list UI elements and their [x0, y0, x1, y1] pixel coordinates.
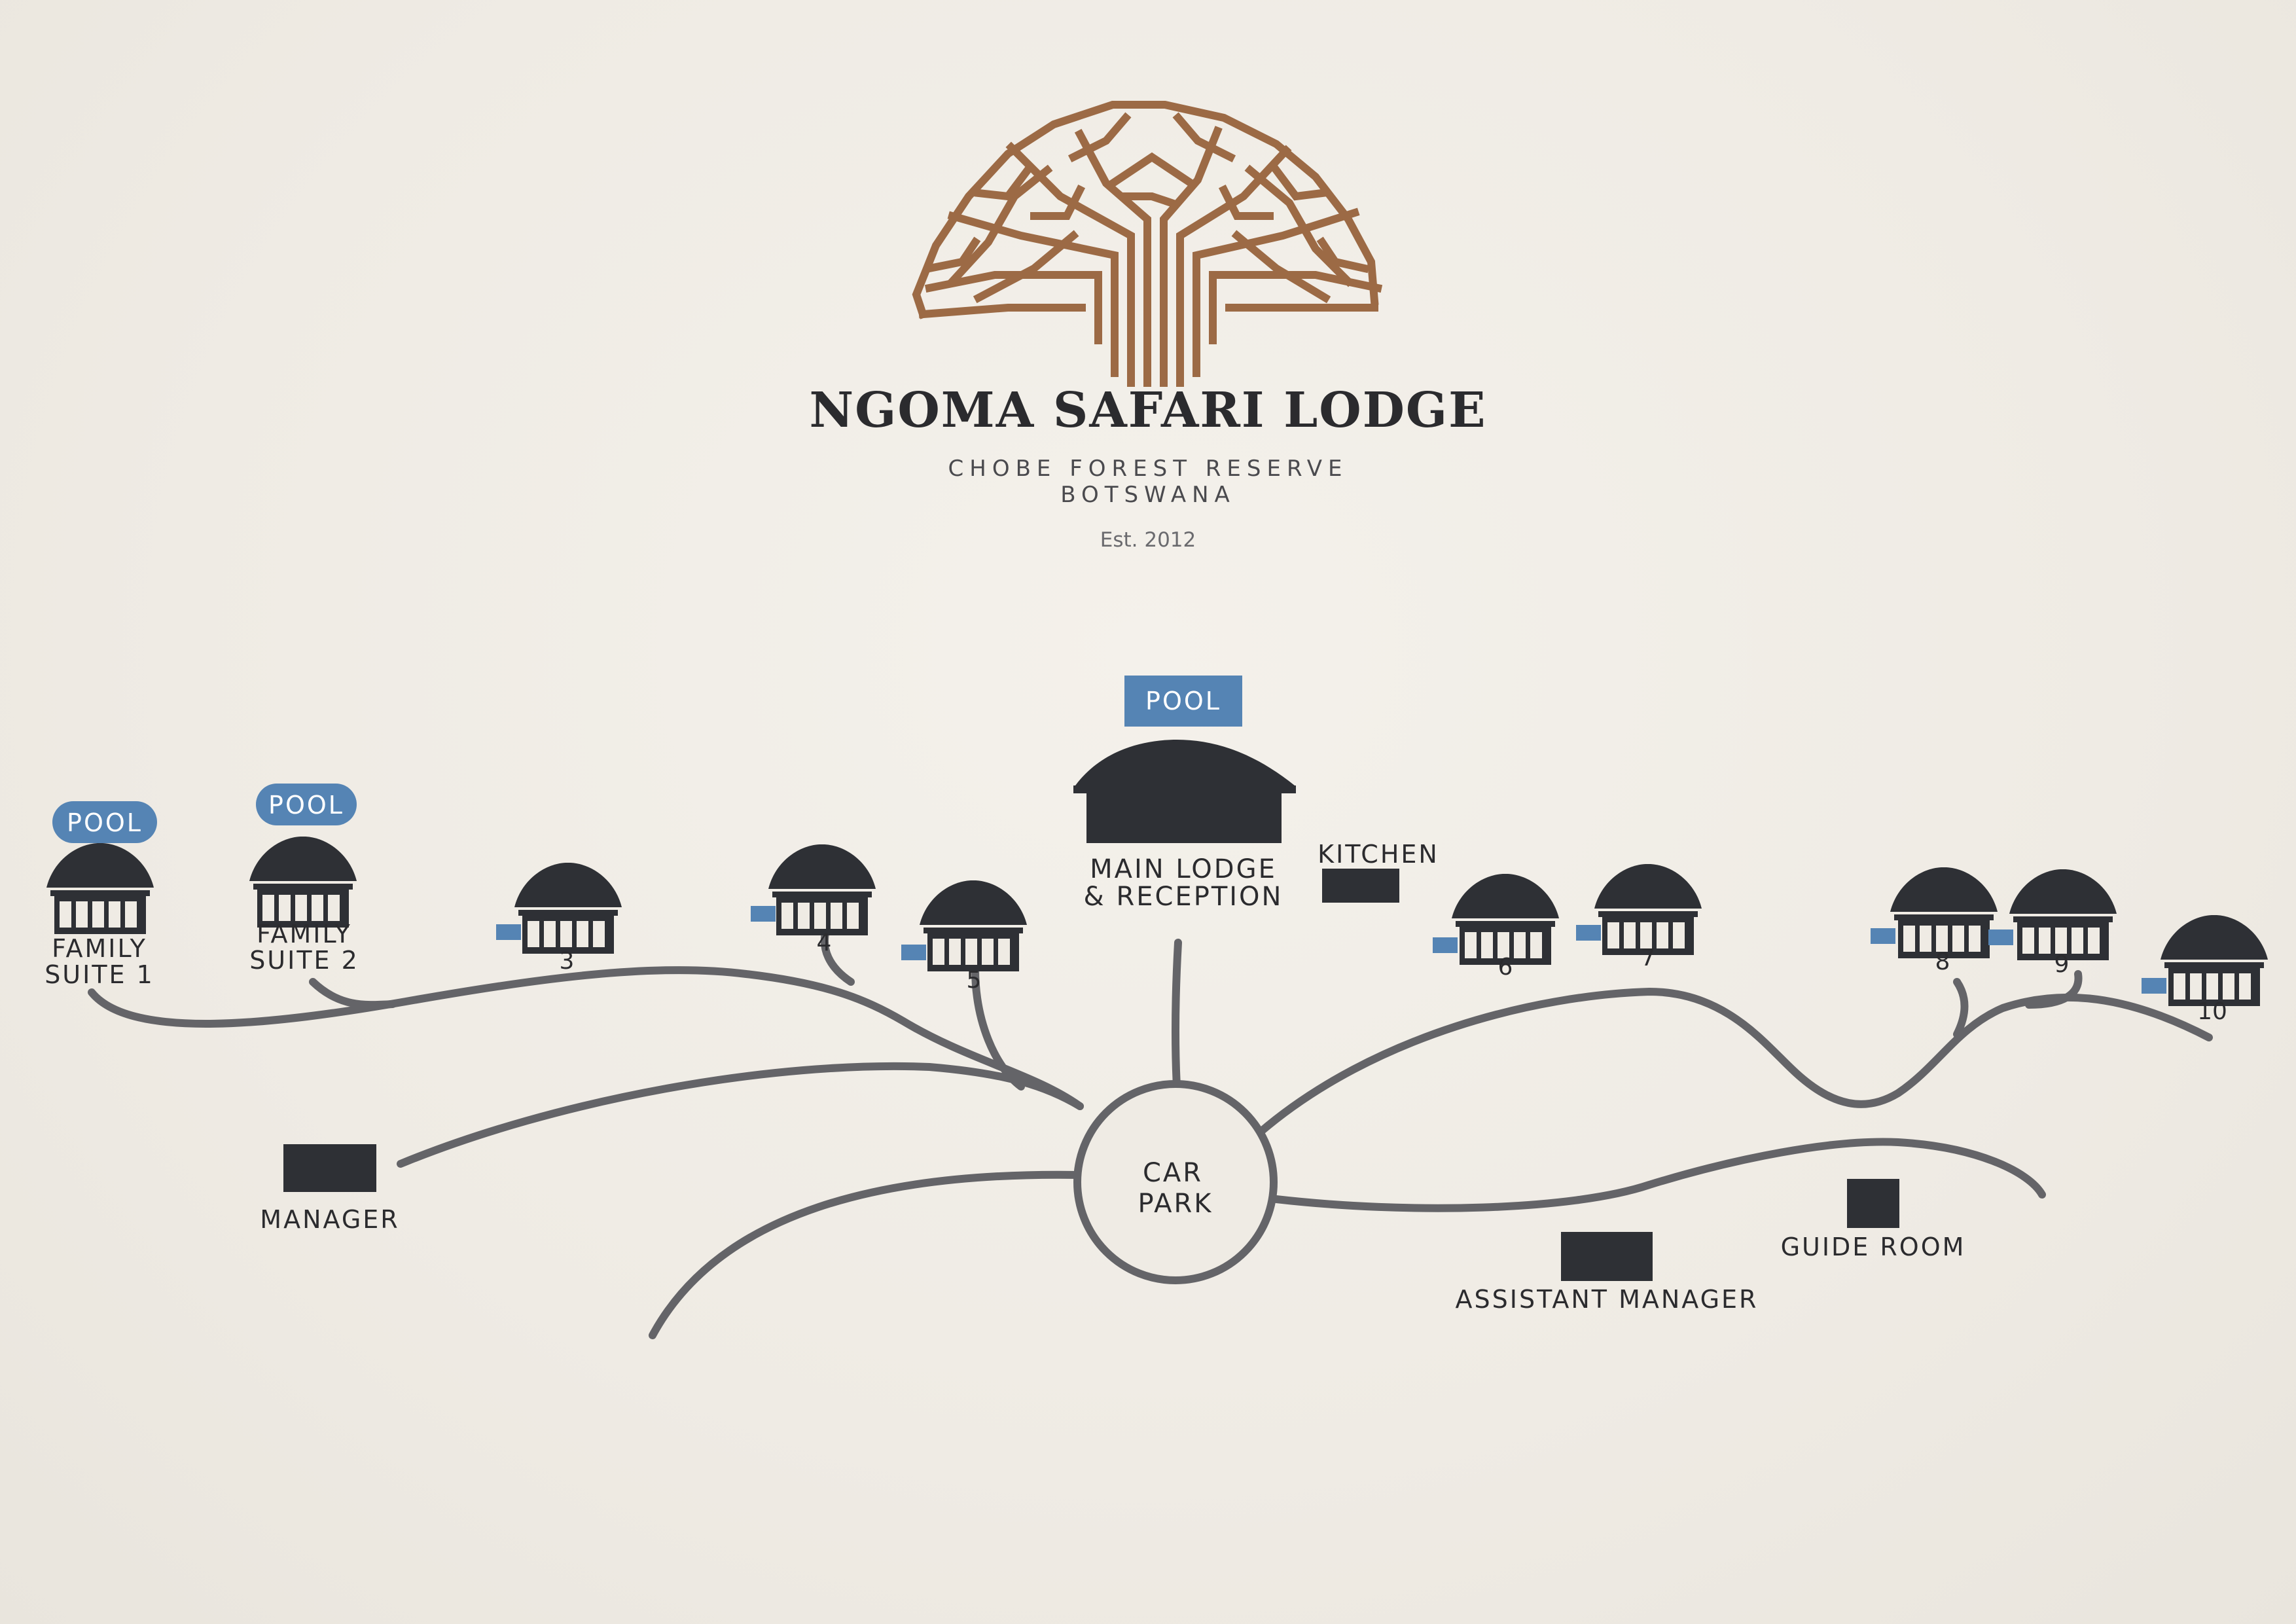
chalet-4: 4	[751, 844, 876, 956]
guide-room-building	[1847, 1179, 1899, 1228]
road-family-suite-2	[309, 978, 397, 1009]
road-manager-south	[649, 1170, 1084, 1339]
location-line-1: CHOBE FOREST RESERVE	[948, 456, 1348, 482]
main-pool	[1124, 676, 1242, 727]
chalet-8: 8	[1871, 867, 1998, 975]
assistant-manager-label: ASSISTANT MANAGER	[1456, 1285, 1759, 1314]
family-suite-1-hut	[46, 843, 154, 934]
chalet-5: 5	[901, 880, 1027, 994]
chalet-6-number: 6	[1498, 954, 1513, 981]
chalet-7: 7	[1576, 864, 1702, 971]
manager-label: MANAGER	[260, 1205, 399, 1234]
main-pool-label: POOL	[1145, 687, 1221, 715]
chalet-3: 3	[496, 863, 622, 975]
kitchen-label: KITCHEN	[1318, 840, 1439, 869]
chalet-6: 6	[1433, 874, 1559, 981]
main-lodge-label-line-2: & RECEPTION	[1084, 882, 1283, 912]
location-line-2: BOTSWANA	[1060, 482, 1236, 508]
family-suite-2-pool	[256, 784, 357, 825]
family-suite-2-hut	[249, 837, 357, 928]
kitchen-building	[1322, 869, 1399, 903]
road-to-car-park-west	[397, 1062, 1084, 1168]
guide-room-label: GUIDE ROOM	[1781, 1233, 1966, 1261]
chalet-10-number: 10	[2197, 998, 2227, 1025]
road-east-south	[1272, 1138, 2046, 1212]
lodge-title: NGOMA SAFARI LODGE	[810, 382, 1487, 439]
family-suite-1-pool	[52, 801, 157, 843]
road-east-chalets	[1256, 987, 2213, 1136]
road-chalet-9	[2025, 970, 2083, 1009]
chalet-8-number: 8	[1935, 948, 1950, 975]
family-suite-2-pool-label: POOL	[268, 791, 344, 820]
chalet-9-number: 9	[2054, 951, 2070, 978]
chalet-9-plunge-pool	[1988, 929, 2013, 945]
chalet-3-plunge-pool	[496, 924, 521, 940]
chalet-10-plunge-pool	[2142, 978, 2166, 994]
family-suite-1-label-line-1: FAMILY	[52, 934, 147, 963]
chalet-8-plunge-pool	[1871, 928, 1895, 944]
chalet-5-number: 5	[967, 967, 982, 994]
road-family-suite-1	[88, 966, 1084, 1110]
road-chalet-8	[1953, 978, 1969, 1038]
car-park-label-line-2: PARK	[1138, 1189, 1213, 1219]
chalet-6-plunge-pool	[1433, 937, 1458, 953]
tree-logo-icon	[912, 101, 1383, 387]
manager-building	[283, 1144, 376, 1192]
chalet-9: 9	[1988, 869, 2117, 978]
chalet-7-number: 7	[1641, 945, 1656, 971]
chalet-7-plunge-pool	[1576, 925, 1601, 941]
car-park-circle	[1073, 1080, 1278, 1284]
chalet-4-number: 4	[817, 929, 832, 956]
family-suite-1-pool-label: POOL	[67, 808, 143, 837]
main-lodge-building	[1073, 740, 1296, 843]
main-lodge-label-line-1: MAIN LODGE	[1090, 854, 1277, 884]
chalet-3-number: 3	[560, 948, 575, 975]
chalet-4-plunge-pool	[751, 906, 776, 922]
road-network	[88, 920, 2213, 1339]
family-suite-1-label-line-2: SUITE 1	[45, 960, 154, 989]
assistant-manager-building	[1561, 1232, 1653, 1281]
car-park-label-line-1: CAR	[1143, 1158, 1203, 1188]
chalet-10: 10	[2142, 915, 2268, 1025]
established-text: Est. 2012	[1100, 528, 1196, 552]
chalet-5-plunge-pool	[901, 945, 926, 960]
family-suite-2-label-line-1: FAMILY	[257, 920, 352, 948]
road-main-lodge	[1171, 939, 1182, 1091]
family-suite-2-label-line-2: SUITE 2	[249, 946, 359, 975]
